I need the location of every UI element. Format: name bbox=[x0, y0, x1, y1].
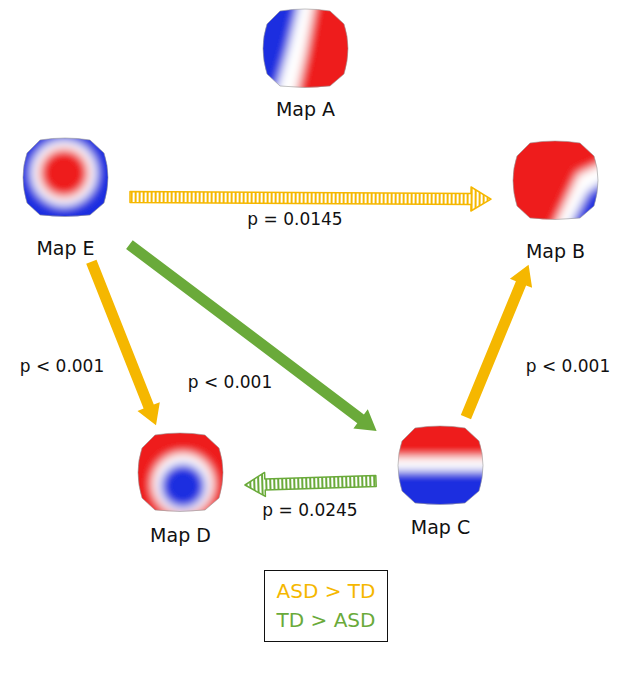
hatched-arrow bbox=[245, 472, 376, 496]
map-node: Map D bbox=[119, 428, 242, 546]
map-label: Map C bbox=[379, 516, 502, 538]
p-value-label: p < 0.001 bbox=[185, 372, 276, 392]
map-node: Map B bbox=[494, 137, 617, 262]
legend-color-text: TD > ASD bbox=[277, 606, 376, 635]
legend-color-text: ASD > TD bbox=[277, 577, 376, 606]
p-value-label: p = 0.0145 bbox=[244, 209, 345, 229]
topography-map bbox=[498, 130, 613, 230]
legend-text: ASD > TD bbox=[277, 579, 376, 603]
solid-arrow bbox=[461, 265, 532, 420]
topography-map bbox=[123, 422, 238, 522]
p-value-label: p < 0.001 bbox=[523, 356, 614, 376]
map-node: Map C bbox=[379, 420, 502, 538]
topography-map bbox=[383, 415, 498, 515]
solid-arrow bbox=[86, 260, 160, 425]
legend-text: TD > ASD bbox=[277, 608, 376, 632]
map-label: Map B bbox=[494, 240, 617, 262]
legend-box: ASD > TD TD > ASD bbox=[264, 570, 389, 642]
map-node: Map A bbox=[244, 5, 367, 120]
map-label: Map E bbox=[4, 237, 127, 259]
topography-map bbox=[248, 0, 363, 98]
p-value-label: p = 0.0245 bbox=[259, 500, 360, 520]
map-label: Map D bbox=[119, 524, 242, 546]
hatched-arrow bbox=[130, 187, 491, 211]
p-value-label: p < 0.001 bbox=[17, 356, 108, 376]
solid-arrow bbox=[126, 240, 377, 431]
topography-map bbox=[8, 127, 123, 227]
map-label: Map A bbox=[244, 98, 367, 120]
map-node: Map E bbox=[4, 134, 127, 259]
